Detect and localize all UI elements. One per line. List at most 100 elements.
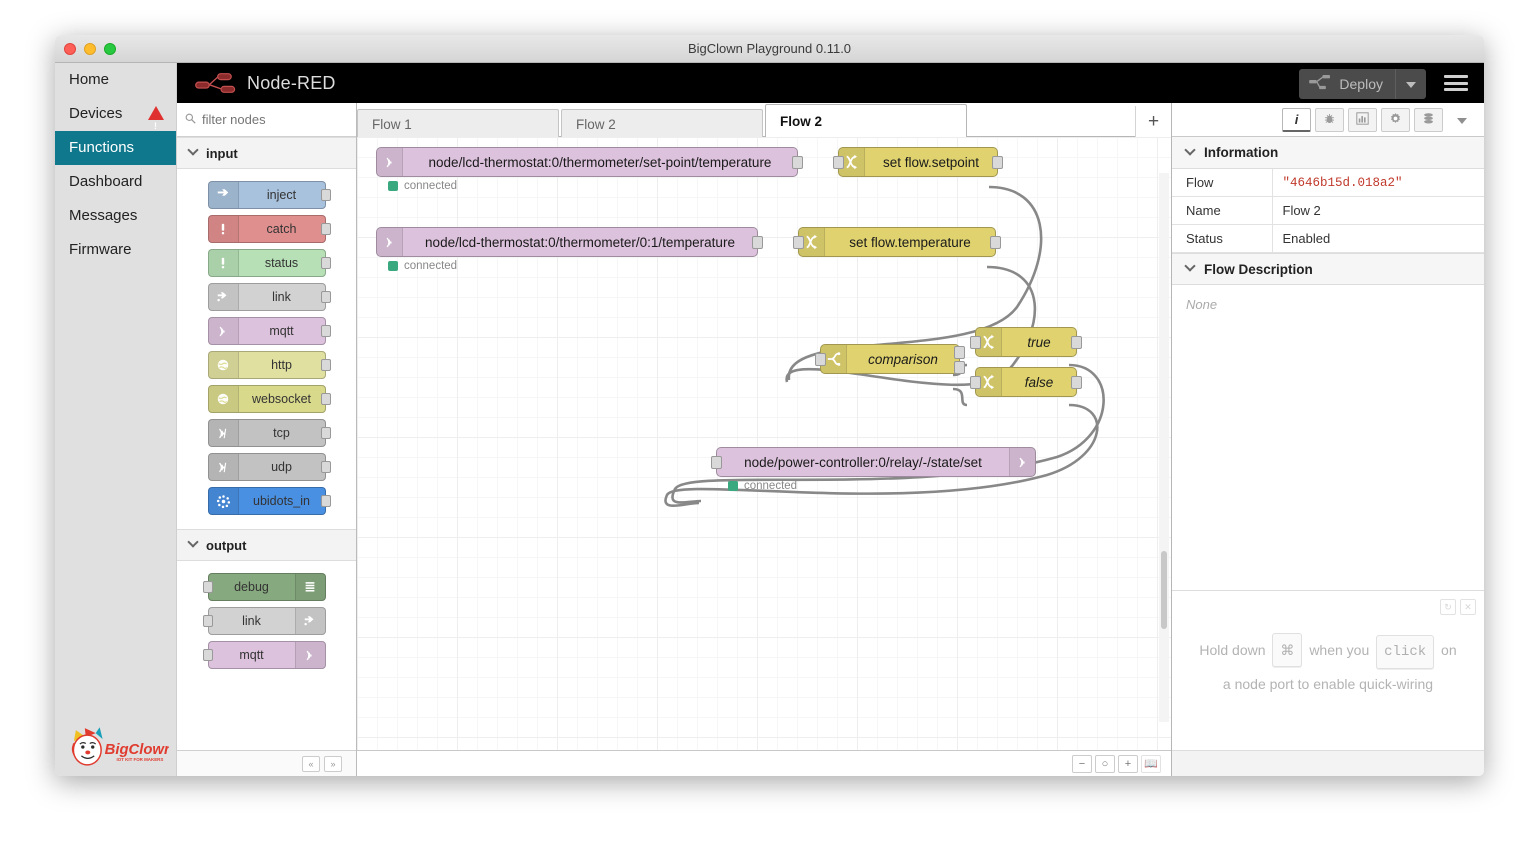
node-port-out-0[interactable] (990, 236, 1001, 249)
palette-node-debug[interactable]: debug (202, 573, 326, 601)
flow-node-n8[interactable]: node/power-controller:0/relay/-/state/se… (711, 447, 1036, 477)
node-port-in[interactable] (970, 336, 981, 349)
tip-box: ↻ ✕ Hold down ⌘ when you click on (1172, 590, 1484, 750)
palette-node-ubidots_in[interactable]: ubidots_in (207, 487, 331, 515)
node-port-in[interactable] (202, 649, 213, 661)
palette-category-output[interactable]: output (177, 529, 356, 561)
collapse-all-icon[interactable]: « (302, 755, 320, 772)
status-dot-icon (388, 261, 398, 271)
canvas-vertical-scrollbar[interactable] (1159, 173, 1169, 722)
nav-item-firmware[interactable]: Firmware (55, 233, 176, 267)
window-traffic-lights[interactable] (64, 43, 116, 55)
nav-item-messages[interactable]: Messages (55, 199, 176, 233)
node-port-out[interactable] (320, 359, 331, 371)
node-port-out-0[interactable] (792, 156, 803, 169)
flow-canvas[interactable]: node/lcd-thermostat:0/thermometer/set-po… (357, 137, 1171, 750)
flow-node-n4[interactable]: set flow.temperature (793, 227, 1001, 257)
command-key-icon: ⌘ (1272, 633, 1303, 667)
palette-node-label: mqtt (239, 648, 264, 662)
navigator-icon[interactable]: 📖 (1141, 754, 1161, 773)
sidebar-tab-info[interactable]: i (1282, 107, 1311, 132)
palette-node-inject[interactable]: inject (207, 181, 331, 209)
palette-node-status[interactable]: status (207, 249, 331, 277)
flow-node-n5[interactable]: comparison (815, 344, 965, 374)
node-port-out-0[interactable] (954, 346, 965, 359)
sidebar-tab-more[interactable] (1447, 108, 1476, 132)
node-port-out[interactable] (320, 223, 331, 235)
deploy-button[interactable]: Deploy (1299, 69, 1395, 99)
flow-description-value: None (1186, 297, 1218, 312)
zoom-reset-icon[interactable]: ○ (1095, 754, 1115, 773)
node-port-out-0[interactable] (1071, 336, 1082, 349)
close-window-button[interactable] (64, 43, 76, 55)
node-port-out[interactable] (320, 495, 331, 507)
palette-scroll-area[interactable]: input inject catch status link mqtt http websoc… (177, 137, 356, 750)
flow-node-n7[interactable]: false (970, 367, 1082, 397)
zoom-out-icon[interactable]: − (1072, 754, 1092, 773)
palette-category-label: input (206, 145, 238, 161)
refresh-tip-icon[interactable]: ↻ (1440, 599, 1456, 615)
maximize-window-button[interactable] (104, 43, 116, 55)
nav-item-devices[interactable]: Devices (55, 97, 176, 143)
node-port-out[interactable] (320, 189, 331, 201)
sidebar-tab-context[interactable] (1414, 107, 1443, 132)
palette-category-input[interactable]: input (177, 137, 356, 169)
node-port-in[interactable] (202, 615, 213, 627)
node-port-out-1[interactable] (954, 361, 965, 374)
nav-item-label: Dashboard (69, 173, 143, 190)
flow-tab-0[interactable]: Flow 1 (357, 109, 559, 139)
node-port-out[interactable] (320, 291, 331, 303)
palette-node-link[interactable]: link (202, 607, 326, 635)
deploy-label: Deploy (1339, 76, 1383, 92)
flow-node-n6[interactable]: true (970, 327, 1082, 357)
palette-search[interactable] (177, 103, 356, 137)
node-port-out-0[interactable] (752, 236, 763, 249)
sidebar-tab-debug[interactable] (1315, 107, 1344, 132)
flow-node-n1[interactable]: node/lcd-thermostat:0/thermometer/set-po… (376, 147, 803, 177)
flow-description-section-header[interactable]: Flow Description (1172, 253, 1484, 285)
nav-item-functions[interactable]: Functions (55, 131, 176, 165)
palette-node-mqtt[interactable]: mqtt (207, 317, 331, 345)
sidebar-tab-dashboard[interactable] (1348, 107, 1377, 132)
deploy-dropdown-button[interactable] (1395, 69, 1426, 99)
palette-node-udp[interactable]: udp (207, 453, 331, 481)
expand-all-icon[interactable]: » (324, 755, 342, 772)
minimize-window-button[interactable] (84, 43, 96, 55)
node-port-out[interactable] (320, 427, 331, 439)
node-port-out[interactable] (320, 325, 331, 337)
palette-node-websocket[interactable]: websocket (207, 385, 331, 413)
deploy-button-group[interactable]: Deploy (1299, 69, 1426, 99)
close-tip-icon[interactable]: ✕ (1460, 599, 1476, 615)
search-input[interactable] (202, 112, 348, 127)
node-port-out[interactable] (320, 257, 331, 269)
scrollbar-thumb[interactable] (1161, 551, 1167, 629)
node-port-in[interactable] (202, 581, 213, 593)
window-body: HomeDevicesFunctionsDashboardMessagesFir… (55, 63, 1484, 776)
add-flow-tab-button[interactable]: + (1135, 106, 1171, 137)
node-port-in[interactable] (815, 353, 826, 366)
hamburger-menu-icon[interactable] (1444, 75, 1468, 91)
nav-item-home[interactable]: Home (55, 63, 176, 97)
palette-node-catch[interactable]: catch (207, 215, 331, 243)
node-port-in[interactable] (793, 236, 804, 249)
flow-tab-2[interactable]: Flow 2 (765, 104, 967, 137)
information-section-header[interactable]: Information (1172, 137, 1484, 169)
node-port-in[interactable] (711, 456, 722, 469)
nav-item-dashboard[interactable]: Dashboard (55, 165, 176, 199)
flow-tab-1[interactable]: Flow 2 (561, 109, 763, 139)
node-port-out[interactable] (320, 461, 331, 473)
palette-node-tcp[interactable]: tcp (207, 419, 331, 447)
flow-node-n3[interactable]: node/lcd-thermostat:0/thermometer/0:1/te… (376, 227, 763, 257)
node-port-in[interactable] (970, 376, 981, 389)
zoom-in-icon[interactable]: + (1118, 754, 1138, 773)
sidebar-tab-config[interactable] (1381, 107, 1410, 132)
node-port-in[interactable] (833, 156, 844, 169)
flow-node-n2[interactable]: set flow.setpoint (833, 147, 1003, 177)
node-port-out-0[interactable] (1071, 376, 1082, 389)
palette-node-http[interactable]: http (207, 351, 331, 379)
node-port-out[interactable] (320, 393, 331, 405)
palette-node-link[interactable]: link (207, 283, 331, 311)
inject-arrow-icon (208, 182, 239, 208)
node-port-out-0[interactable] (992, 156, 1003, 169)
palette-node-mqtt[interactable]: mqtt (202, 641, 326, 669)
